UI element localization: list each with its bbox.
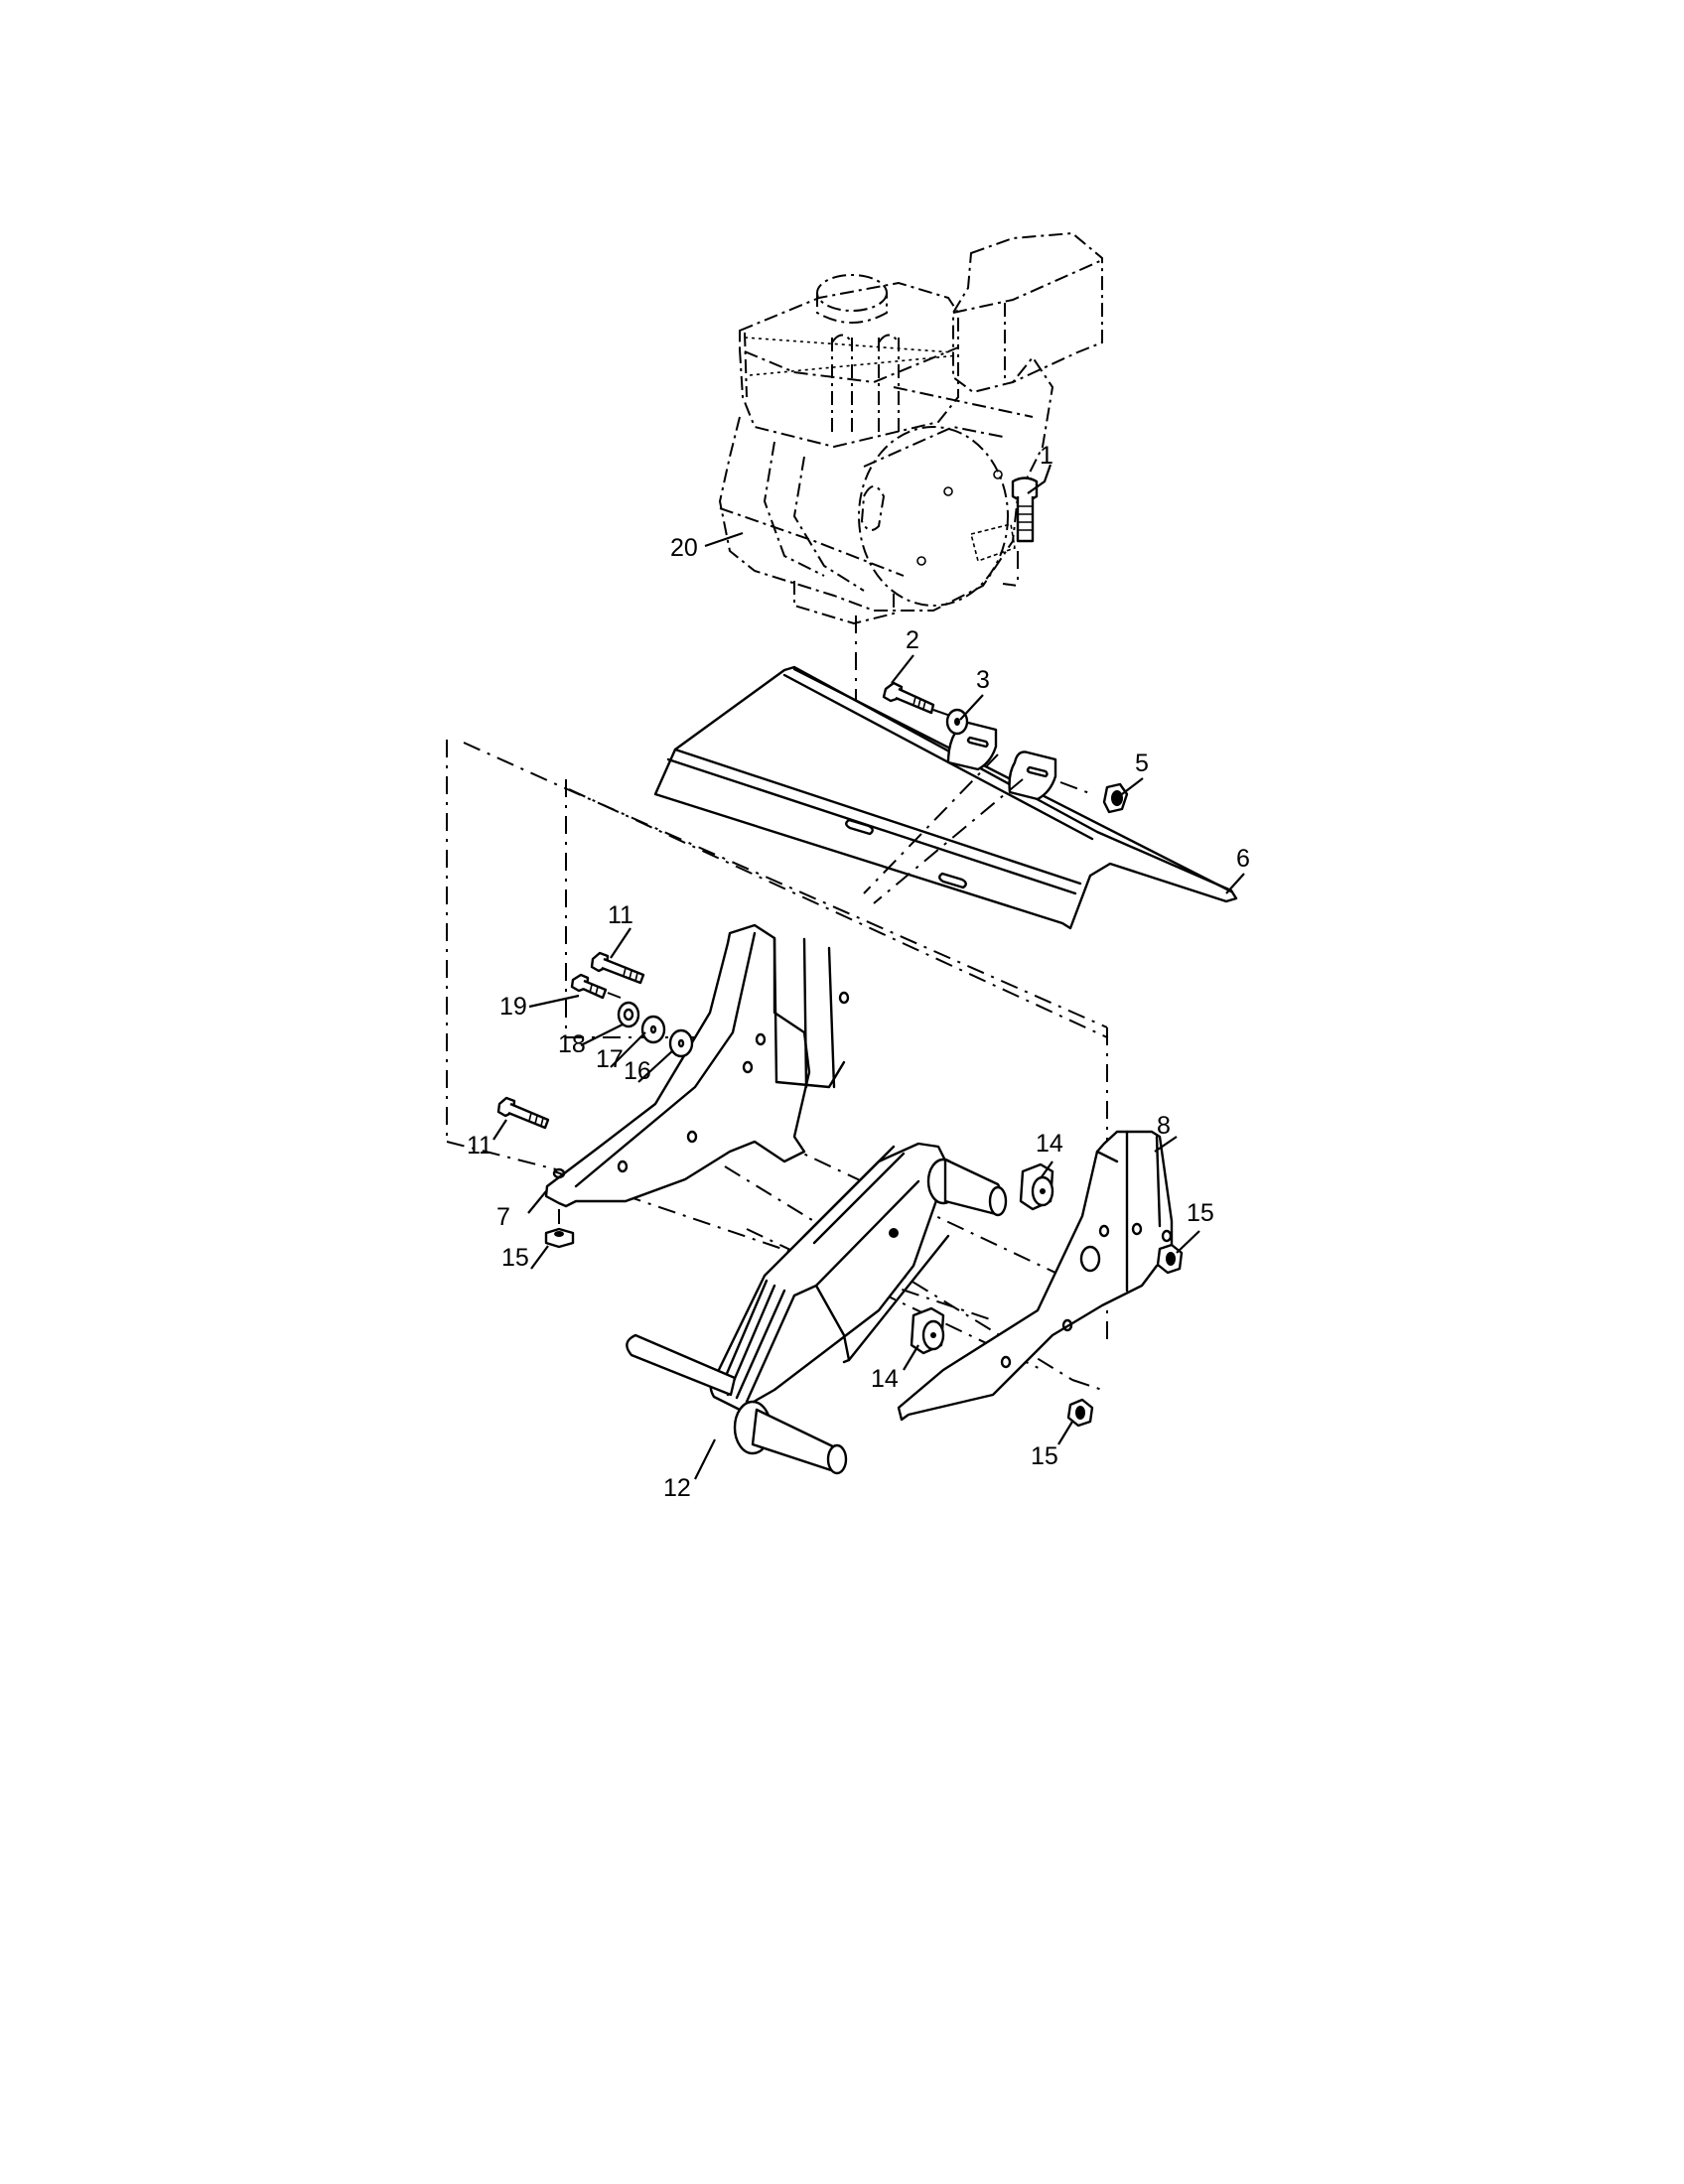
bolt-1-drawing xyxy=(1011,477,1039,543)
callout-15-left: 15 xyxy=(501,1244,529,1272)
callout-5: 5 xyxy=(1135,750,1149,777)
engine-drawing xyxy=(718,231,1103,625)
callout-7: 7 xyxy=(496,1203,510,1231)
callout-11-lower: 11 xyxy=(467,1132,492,1160)
callout-2: 2 xyxy=(906,626,919,654)
callout-15-right-upper: 15 xyxy=(1187,1199,1214,1227)
callout-3: 3 xyxy=(976,666,990,694)
spacers-14 xyxy=(910,1162,1054,1355)
chain-case-drawing xyxy=(626,1142,1008,1475)
callout-17: 17 xyxy=(596,1045,624,1073)
hardware-11-19-16-17-18 xyxy=(496,951,694,1249)
callout-8: 8 xyxy=(1157,1112,1171,1140)
callout-11-upper: 11 xyxy=(608,901,633,929)
callout-6: 6 xyxy=(1236,845,1250,873)
callout-14-lower: 14 xyxy=(871,1365,899,1393)
leader-lines xyxy=(492,464,1245,1480)
callout-20: 20 xyxy=(670,534,698,562)
callout-15-right-lower: 15 xyxy=(1031,1442,1058,1470)
callout-1: 1 xyxy=(1040,442,1053,470)
right-bracket-drawing xyxy=(897,1130,1184,1428)
callout-18: 18 xyxy=(558,1030,586,1058)
left-bracket-drawing xyxy=(544,923,850,1208)
hardware-2-3-5 xyxy=(882,681,1129,814)
callout-14-upper: 14 xyxy=(1036,1130,1063,1158)
mount-plate-drawing xyxy=(653,665,1238,930)
callout-12: 12 xyxy=(663,1474,691,1502)
callout-16: 16 xyxy=(624,1057,651,1085)
callout-19: 19 xyxy=(499,993,527,1021)
